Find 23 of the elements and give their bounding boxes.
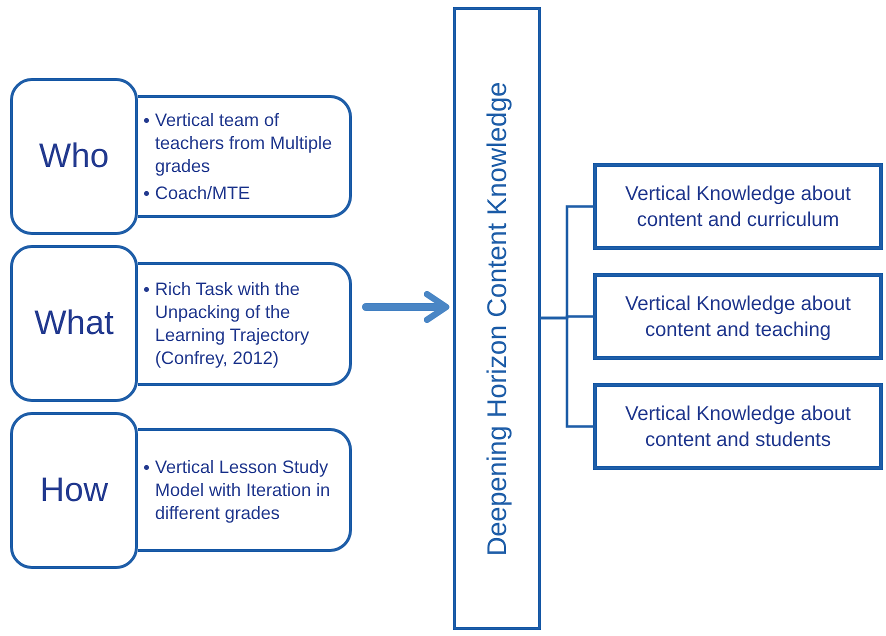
bullet-text: Rich Task with the Unpacking of the Learning Trajectory (Confrey, 2012) [155,278,310,370]
category-label: Who [39,136,109,177]
label-box [10,78,138,235]
bullet-text: Coach/MTE [155,182,250,204]
vertical-title: Deepening Horizon Content Knowledge [482,81,512,556]
label-box [10,412,138,569]
description-box [138,95,352,218]
description-box [138,262,352,386]
description-box [138,428,352,552]
knowledge-box [593,273,883,360]
category-label: How [40,470,108,511]
knowledge-label: Vertical Knowledge about content and students [624,402,852,452]
knowledge-box [593,163,883,250]
knowledge-box [593,383,883,470]
connector-line [540,316,594,428]
bullet-text: Vertical team of teachers from Multiple grades [155,108,334,178]
category-label: What [34,303,114,344]
knowledge-label: Vertical Knowledge about content and teaching [624,292,852,342]
label-box [10,245,138,402]
knowledge-label: Vertical Knowledge about content and curriculum [624,182,852,232]
bullet-text: Vertical Lesson Study Model with Iteration in different grades [155,456,332,524]
arrow [362,291,450,323]
vertical-box [453,7,541,630]
